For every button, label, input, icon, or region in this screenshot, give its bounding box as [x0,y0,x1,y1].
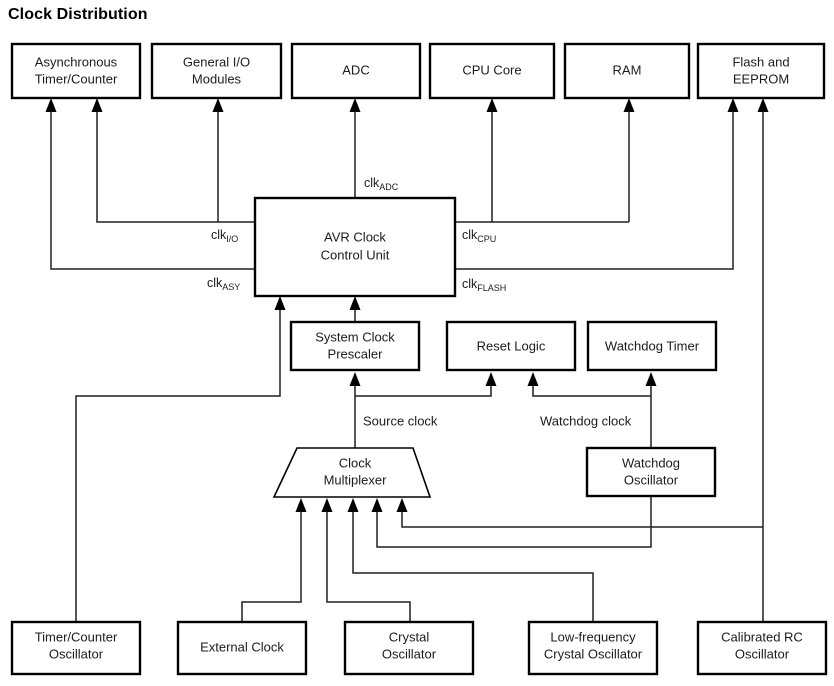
box-label-async-timer-counter-line2: Timer/Counter [35,71,118,86]
box-label-clock-multiplexer-line1: Clock [339,455,372,470]
arrowhead-external-clock-to-mux [295,498,307,512]
box-label-adc: ADC [342,62,369,77]
label-clk-flash-sub: FLASH [477,283,506,293]
label-clk-cpu-sub: CPU [477,234,496,244]
box-watchdog-oscillator[interactable]: Watchdog Oscillator [585,446,717,498]
label-layer: Source clock Watchdog clock clkADC clkI/… [207,176,632,428]
arrowhead-watchdog-osc-to-mux [371,498,383,512]
box-label-avr-clock-control-unit-line1: AVR Clock [324,229,386,244]
arrowhead-clk-adc [349,98,361,112]
box-label-system-clock-prescaler-line1: System Clock [315,329,395,344]
box-label-calibrated-rc-oscillator-line1: Calibrated RC [721,629,803,644]
box-label-crystal-oscillator-line2: Oscillator [382,646,437,661]
box-external-clock[interactable]: External Clock [176,620,308,676]
box-label-timer-counter-oscillator-line1: Timer/Counter [35,629,118,644]
wire-lf-crystal-to-mux [352,508,594,622]
box-general-io-modules[interactable]: General I/O Modules [150,42,283,100]
label-clk-asy-sub: ASY [222,282,240,292]
label-clk-flash: clkFLASH [462,277,506,293]
label-clk-adc-sub: ADC [379,182,399,192]
wire-source-clock [354,382,492,448]
box-label-cpu-core: CPU Core [462,62,521,77]
box-label-crystal-oscillator-line1: Crystal [389,629,430,644]
label-clk-io-base: clk [211,228,227,242]
wire-calibrated-rc-to-mux [401,508,763,528]
arrowhead-crystal-to-mux [321,498,333,512]
arrowhead-async-secondary [212,98,224,112]
box-watchdog-timer[interactable]: Watchdog Timer [586,320,718,372]
wire-clk-io [96,108,255,223]
box-async-timer-counter[interactable]: Asynchronous Timer/Counter [10,42,142,100]
box-label-general-io-modules-line1: General I/O [183,54,250,69]
label-clk-asy-base: clk [207,276,223,290]
label-clk-asy: clkASY [207,276,240,292]
box-label-async-timer-counter-line1: Asynchronous [35,54,118,69]
box-label-ram: RAM [613,62,642,77]
page-title: Clock Distribution [8,6,148,23]
box-label-timer-counter-oscillator-line2: Oscillator [49,646,104,661]
wire-clk-flash [455,108,734,270]
box-calibrated-rc-oscillator[interactable]: Calibrated RC Oscillator [696,620,828,676]
arrowhead-clk-io [91,98,103,112]
wire-watchdog-osc-to-mux [376,496,652,548]
wire-tc-osc-to-control-unit [75,306,281,622]
box-adc[interactable]: ADC [290,42,422,100]
arrowhead-clk-asy [45,98,57,112]
box-label-flash-and-eeprom-line2: EEPROM [733,71,789,86]
arrowhead-calibrated-rc-to-flash [757,98,769,112]
box-system-clock-prescaler[interactable]: System Clock Prescaler [289,320,421,372]
label-clk-io: clkI/O [211,228,238,244]
box-reset-logic[interactable]: Reset Logic [445,320,577,372]
label-clk-cpu: clkCPU [462,228,496,244]
arrowhead-prescaler-to-control-unit [349,296,361,310]
arrowhead-source-clock-reset-logic [485,372,497,386]
arrowhead-watchdog-clock-reset-logic [527,372,539,386]
arrowhead-watchdog-clock-timer [645,372,657,386]
box-label-watchdog-oscillator-line2: Oscillator [624,472,679,487]
arrowhead-calibrated-rc-to-mux [396,498,408,512]
arrowhead-tc-osc-to-control-unit [274,296,286,310]
box-label-external-clock: External Clock [200,639,284,654]
box-ram[interactable]: RAM [563,42,691,100]
box-crystal-oscillator[interactable]: Crystal Oscillator [343,620,475,676]
label-source-clock: Source clock [363,413,438,428]
arrowhead-clk-flash [727,98,739,112]
label-clk-adc-base: clk [364,176,380,190]
wire-external-clock-to-mux [241,508,302,622]
label-clk-io-sub: I/O [226,234,238,244]
box-label-flash-and-eeprom-line1: Flash and [732,54,789,69]
label-clk-adc: clkADC [364,176,399,192]
box-label-watchdog-timer: Watchdog Timer [605,338,700,353]
arrowhead-lf-crystal-to-mux [347,498,359,512]
wire-crystal-to-mux [326,508,411,622]
box-label-clock-multiplexer-line2: Multiplexer [324,472,388,487]
box-label-system-clock-prescaler-line2: Prescaler [328,346,384,361]
box-timer-counter-oscillator[interactable]: Timer/Counter Oscillator [10,620,142,676]
wire-watchdog-clock [532,382,652,448]
box-avr-clock-control-unit[interactable]: AVR Clock Control Unit [253,196,457,298]
label-watchdog-clock: Watchdog clock [540,413,632,428]
box-label-watchdog-oscillator-line1: Watchdog [622,455,680,470]
wire-layer [45,98,769,622]
box-label-calibrated-rc-oscillator-line2: Oscillator [735,646,790,661]
wire-clk-asy [50,108,255,270]
arrowhead-clk-cpu-ram [623,98,635,112]
box-label-low-frequency-crystal-oscillator-line2: Crystal Oscillator [544,646,643,661]
box-label-avr-clock-control-unit-line2: Control Unit [321,247,390,262]
wire-clk-cpu [455,108,630,223]
arrowhead-clk-cpu-core [486,98,498,112]
box-layer: Asynchronous Timer/Counter General I/O M… [10,42,828,676]
arrowhead-source-clock-prescaler [349,372,361,386]
label-clk-flash-base: clk [462,277,478,291]
box-cpu-core[interactable]: CPU Core [428,42,556,100]
box-label-general-io-modules-line2: Modules [192,71,242,86]
label-clk-cpu-base: clk [462,228,478,242]
box-flash-and-eeprom[interactable]: Flash and EEPROM [696,42,826,100]
box-clock-multiplexer[interactable]: Clock Multiplexer [272,447,432,498]
box-label-low-frequency-crystal-oscillator-line1: Low-frequency [550,629,636,644]
box-low-frequency-crystal-oscillator[interactable]: Low-frequency Crystal Oscillator [527,620,659,676]
box-label-reset-logic: Reset Logic [477,338,546,353]
